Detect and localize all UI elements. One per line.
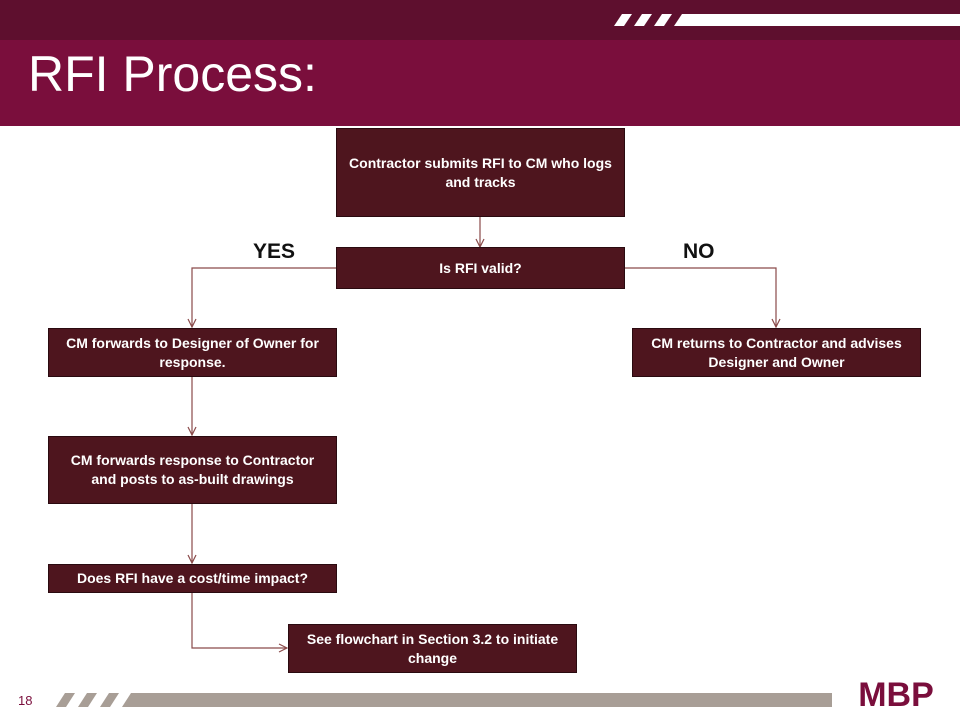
title-band — [0, 40, 960, 126]
step-cm-returns-to-contractor: CM returns to Contractor and advises Des… — [632, 328, 921, 377]
decision-is-rfi-valid: Is RFI valid? — [336, 247, 625, 289]
step-contractor-submits-rfi: Contractor submits RFI to CM who logs an… — [336, 128, 625, 217]
slide-title: RFI Process: — [28, 46, 317, 102]
label-yes: YES — [253, 240, 296, 263]
svg-text:MBP: MBP — [858, 676, 934, 714]
footer-stripes-decoration — [56, 693, 832, 707]
decision-cost-time-impact: Does RFI have a cost/time impact? — [48, 564, 337, 593]
page-number: 18 — [18, 693, 33, 708]
label-no: NO — [683, 240, 715, 263]
connector-no-branch — [625, 267, 776, 327]
header-stripes-decoration — [614, 14, 960, 26]
connector-yes-branch — [192, 267, 336, 327]
connector-impact-to-flowchart — [191, 593, 287, 648]
step-see-flowchart-section: See flowchart in Section 3.2 to initiate… — [288, 624, 577, 673]
step-cm-forwards-response: CM forwards response to Contractor and p… — [48, 436, 337, 504]
step-cm-forwards-to-designer: CM forwards to Designer of Owner for res… — [48, 328, 337, 377]
mbp-logo: MBP — [858, 676, 934, 714]
